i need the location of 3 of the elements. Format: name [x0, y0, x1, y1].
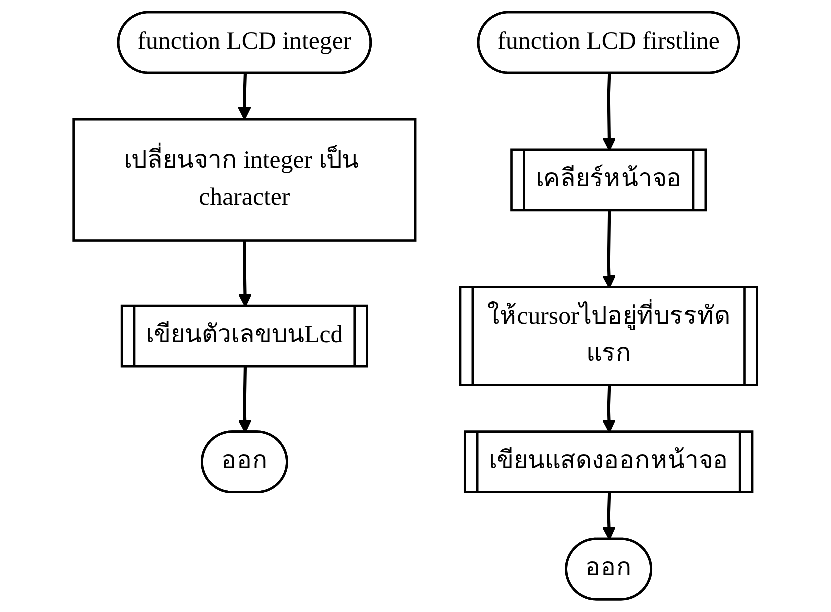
- arrow: [238, 240, 252, 308]
- arrow: [238, 74, 252, 120]
- node-box: เปลี่ยนจาก integer เป็น character: [72, 118, 417, 242]
